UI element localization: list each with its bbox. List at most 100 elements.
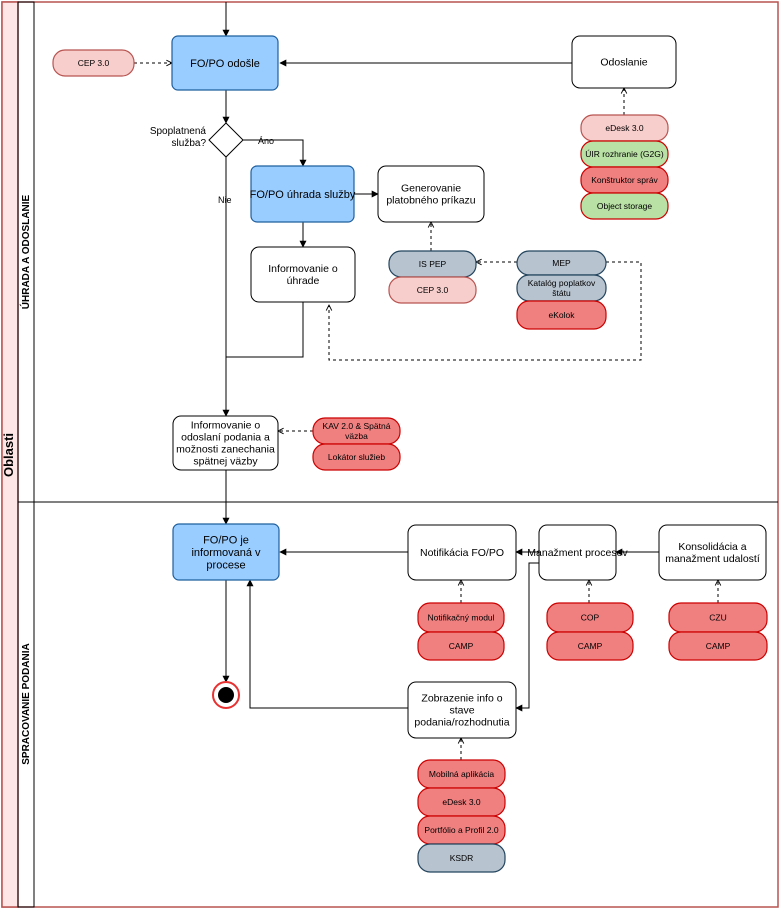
node-uir-label: ÚIR rozhranie (G2G) <box>585 149 664 159</box>
node-fopo-uhrada-box <box>250 165 355 223</box>
node-manazment-box <box>538 524 617 581</box>
node-ekolok-label: eKolok <box>549 310 576 320</box>
node-fopo-informovana-box <box>172 523 280 581</box>
node-mep: MEP <box>516 250 607 276</box>
node-odoslanie: Odoslanie <box>571 35 677 89</box>
pool-title: Oblasti <box>1 433 16 477</box>
edge-mep-informovanie <box>329 261 642 361</box>
node-camp1-label: CAMP <box>449 641 474 651</box>
node-uir: ÚIR rozhranie (G2G) <box>580 140 669 168</box>
edge-informovanie-merge <box>226 302 304 358</box>
node-lokator: Lokátor služieb <box>312 443 401 471</box>
node-ksdr: KSDR <box>417 843 506 873</box>
node-cop: COP <box>546 602 634 633</box>
node-camp2-box <box>546 631 634 661</box>
node-notifikacia-label: Notifikácia FO/PO <box>420 547 504 559</box>
node-mep-label: MEP <box>552 258 571 268</box>
node-konsolidacia-box <box>658 524 767 581</box>
node-camp3-label: CAMP <box>706 641 731 651</box>
node-notifikacia: Notifikácia FO/PO <box>407 524 517 581</box>
node-informovanie-odoslani-box <box>172 415 279 471</box>
node-mobilna-label: Mobilná aplikácia <box>429 769 494 779</box>
node-zobrazenie-box <box>407 681 517 739</box>
edge-manazment-zobrazenie <box>515 562 539 712</box>
node-fopo-uhrada: FO/PO úhrada služby <box>250 165 356 223</box>
node-object-storage-label: Object storage <box>597 201 653 211</box>
node-lokator-label: Lokátor služieb <box>328 452 385 462</box>
edges <box>134 2 718 760</box>
node-is-pep: IS PEP <box>388 250 477 278</box>
node-notif-modul-label: Notifikačný modul <box>427 612 494 622</box>
node-camp3: CAMP <box>668 631 768 661</box>
node-manazment: Manažment procesov <box>527 524 628 581</box>
node-odoslanie-box <box>571 35 677 89</box>
lane-bottom-title: SPRACOVANIE PODANIA <box>21 643 32 765</box>
node-konstruktor: Konštruktor správ <box>580 166 669 194</box>
node-ksdr-label: KSDR <box>450 853 474 863</box>
node-camp2: CAMP <box>546 631 634 661</box>
node-czu: CZU <box>668 602 768 633</box>
edge-gateway-uhrada <box>243 139 307 167</box>
edge-label-nie: Nie <box>218 195 232 205</box>
node-cop-label: COP <box>581 612 600 622</box>
node-cep-pep-label: CEP 3.0 <box>417 285 449 295</box>
node-edesk: eDesk 3.0 <box>580 114 669 142</box>
node-lokator-box <box>312 443 401 471</box>
node-edesk-label: eDesk 3.0 <box>605 123 644 133</box>
node-generovanie-box <box>377 165 485 223</box>
node-fopo-odosle-box <box>171 35 279 91</box>
node-fopo-odosle: FO/PO odošle <box>171 35 279 91</box>
gateway <box>208 122 244 158</box>
node-portfolio: Portfólio a Profil 2.0 <box>417 815 506 845</box>
node-camp2-label: CAMP <box>578 641 603 651</box>
edge-label-ano: Áno <box>258 136 274 146</box>
node-czu-label: CZU <box>709 612 726 622</box>
node-cep-top-box <box>52 49 135 77</box>
node-notif-modul: Notifikačný modul <box>417 602 505 633</box>
node-cep-top: CEP 3.0 <box>52 49 135 77</box>
node-portfolio-label: Portfólio a Profil 2.0 <box>424 825 498 835</box>
node-cep-pep-box <box>388 276 477 304</box>
node-is-pep-label: IS PEP <box>419 259 447 269</box>
node-fopo-odosle-label: FO/PO odošle <box>190 58 260 70</box>
node-edesk2: eDesk 3.0 <box>417 787 506 817</box>
node-camp1-box <box>417 631 505 661</box>
node-fopo-uhrada-label: FO/PO úhrada služby <box>250 189 356 201</box>
node-edesk2-label: eDesk 3.0 <box>442 797 481 807</box>
node-mobilna: Mobilná aplikácia <box>417 759 506 789</box>
node-camp1: CAMP <box>417 631 505 661</box>
node-cep-top-label: CEP 3.0 <box>78 58 110 68</box>
node-odoslanie-label: Odoslanie <box>600 57 647 69</box>
edge-zobrazenie-fopo <box>246 579 408 709</box>
node-ksdr-box <box>417 843 506 873</box>
lane-top-title: ÚHRADA A ODOSLANIE <box>19 194 32 309</box>
node-informovanie-uhrade-box <box>250 246 356 303</box>
node-object-storage-box <box>580 192 669 220</box>
node-manazment-label: Manažment procesov <box>527 547 628 559</box>
node-ekolok: eKolok <box>516 300 607 330</box>
node-cep-pep: CEP 3.0 <box>388 276 477 304</box>
node-camp3-box <box>668 631 768 661</box>
end-event <box>212 681 240 709</box>
node-ekolok-box <box>516 300 607 330</box>
node-notifikacia-box <box>407 524 517 581</box>
